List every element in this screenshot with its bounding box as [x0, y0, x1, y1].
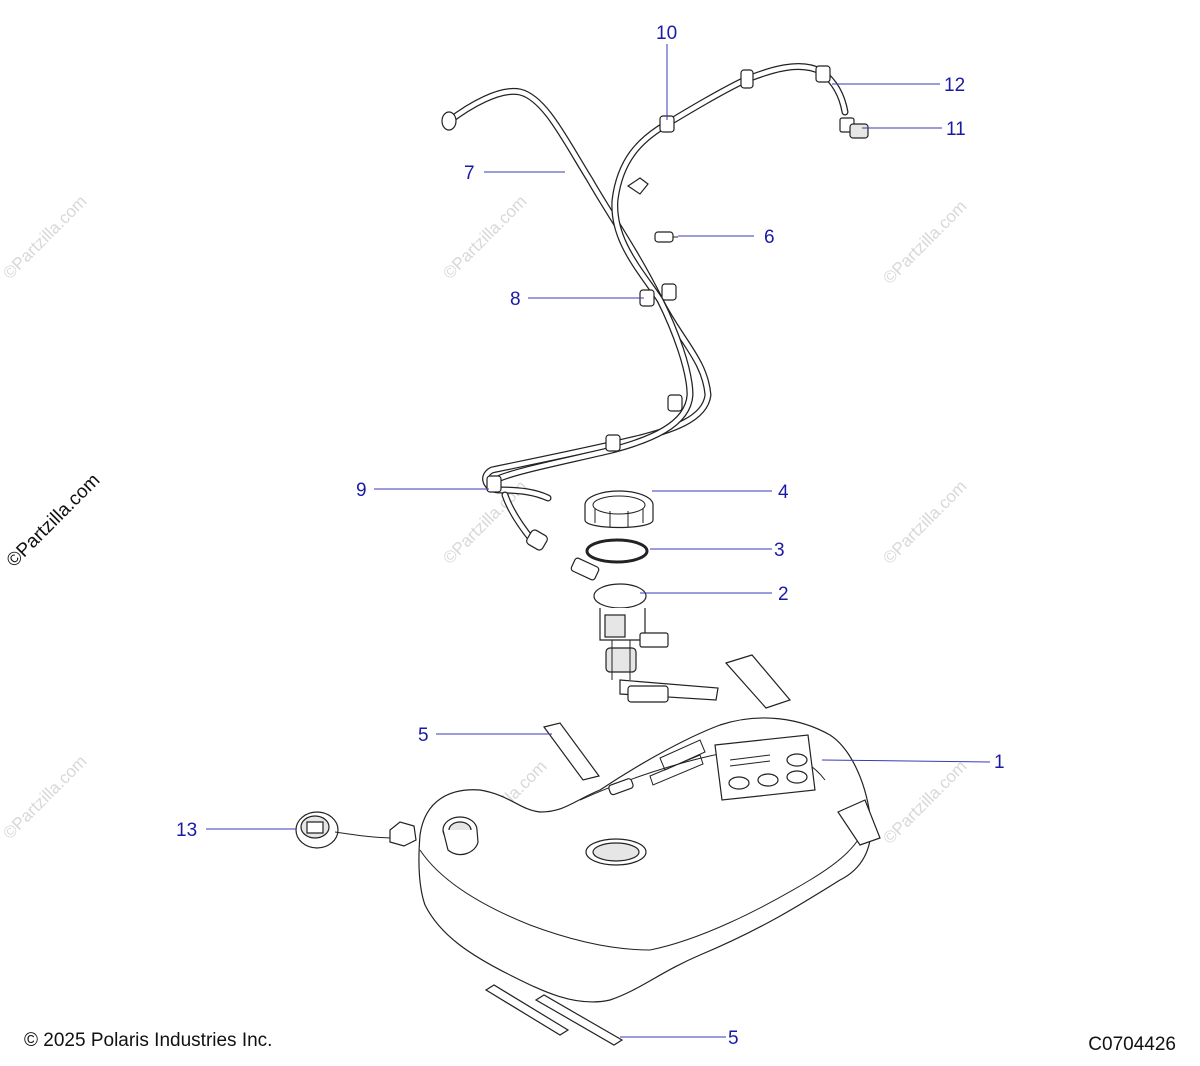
hose-clip — [626, 177, 649, 195]
hose-clip — [661, 283, 677, 301]
pad — [534, 994, 624, 1046]
watermark: ©Partzilla.com — [0, 752, 90, 843]
callout-10: 10 — [656, 23, 677, 44]
callout-12: 12 — [944, 75, 965, 96]
callout-6: 6 — [764, 227, 775, 248]
vent-hose-assembly — [441, 63, 849, 551]
watermark: ©Partzilla.com — [439, 192, 530, 283]
pad — [724, 654, 792, 709]
hose-clip — [605, 434, 621, 452]
watermark: ©Partzilla.com — [879, 477, 970, 568]
hose-end-fitting — [526, 529, 548, 551]
hose-clip — [740, 69, 754, 89]
watermark: ©Partzilla.com — [879, 757, 970, 848]
callout-11: 11 — [946, 119, 966, 140]
callout-9: 9 — [356, 480, 367, 501]
callout-7: 7 — [464, 163, 475, 184]
pad — [484, 984, 570, 1036]
callout-5b: 5 — [728, 1028, 739, 1049]
watermark: ©Partzilla.com — [0, 192, 90, 283]
hose-end-fitting — [441, 111, 457, 131]
pump-lock-ring — [584, 490, 654, 529]
hose-clip — [815, 65, 831, 83]
watermark-main: ©Partzilla.com — [3, 470, 105, 572]
leader-1 — [821, 759, 991, 763]
callout-1: 1 — [994, 752, 1005, 773]
hose-clip — [667, 394, 683, 412]
callout-4: 4 — [778, 482, 789, 503]
diagram-code: C0704426 — [1088, 1034, 1176, 1055]
fuel-pump-module — [570, 557, 719, 703]
pump-seal — [585, 538, 649, 564]
callout-5a: 5 — [418, 725, 429, 746]
watermark: ©Partzilla.com — [879, 197, 970, 288]
inline-connector — [654, 231, 678, 243]
callout-8: 8 — [510, 289, 521, 310]
callout-2: 2 — [778, 584, 789, 605]
leader-lines — [206, 44, 991, 1038]
fuel-tank — [418, 717, 881, 1003]
fuel-cap — [295, 811, 417, 849]
copyright-notice: © 2025 Polaris Industries Inc. — [24, 1030, 273, 1051]
callout-3: 3 — [774, 540, 785, 561]
callout-13: 13 — [176, 820, 197, 841]
hose-clip — [486, 475, 502, 493]
pad — [542, 722, 601, 781]
callout-labels: 1 2 3 4 5 5 6 7 8 9 10 11 12 13 — [176, 23, 1005, 1049]
